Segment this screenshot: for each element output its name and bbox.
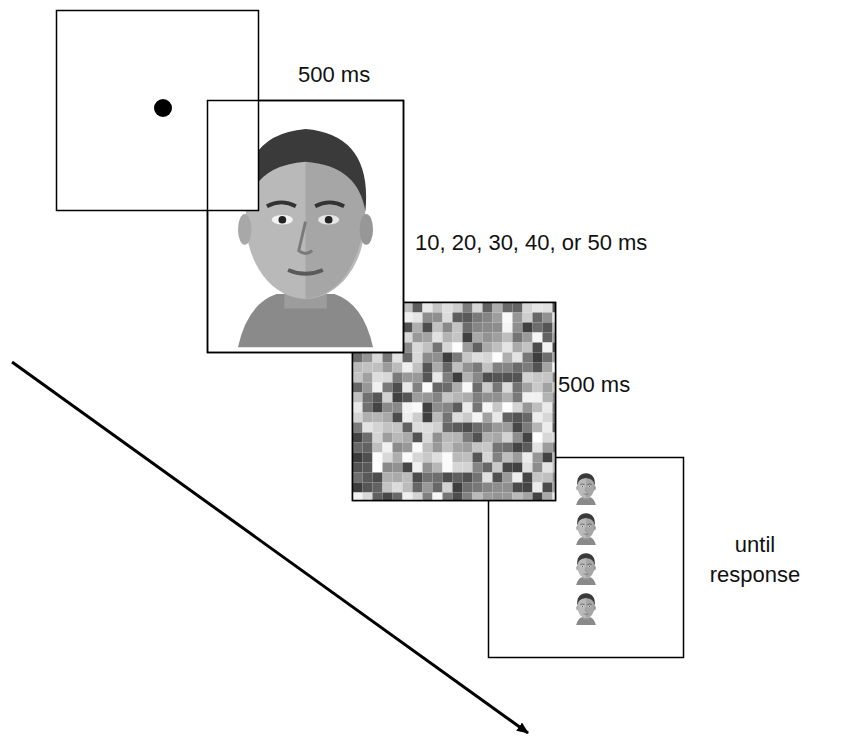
timing-label: 500 ms [298,60,370,90]
timing-label: 10, 20, 30, 40, or 50 ms [415,228,647,258]
choice-face [572,510,600,545]
time-arrow [12,362,528,733]
fixation-screen [57,11,259,211]
choice-face [572,590,600,625]
fixation-dot [154,99,172,117]
timing-label: until response [705,530,805,589]
choice-face [572,550,600,585]
timing-label: 500 ms [558,370,630,400]
choice-face [572,470,600,505]
response-screen [489,458,684,658]
